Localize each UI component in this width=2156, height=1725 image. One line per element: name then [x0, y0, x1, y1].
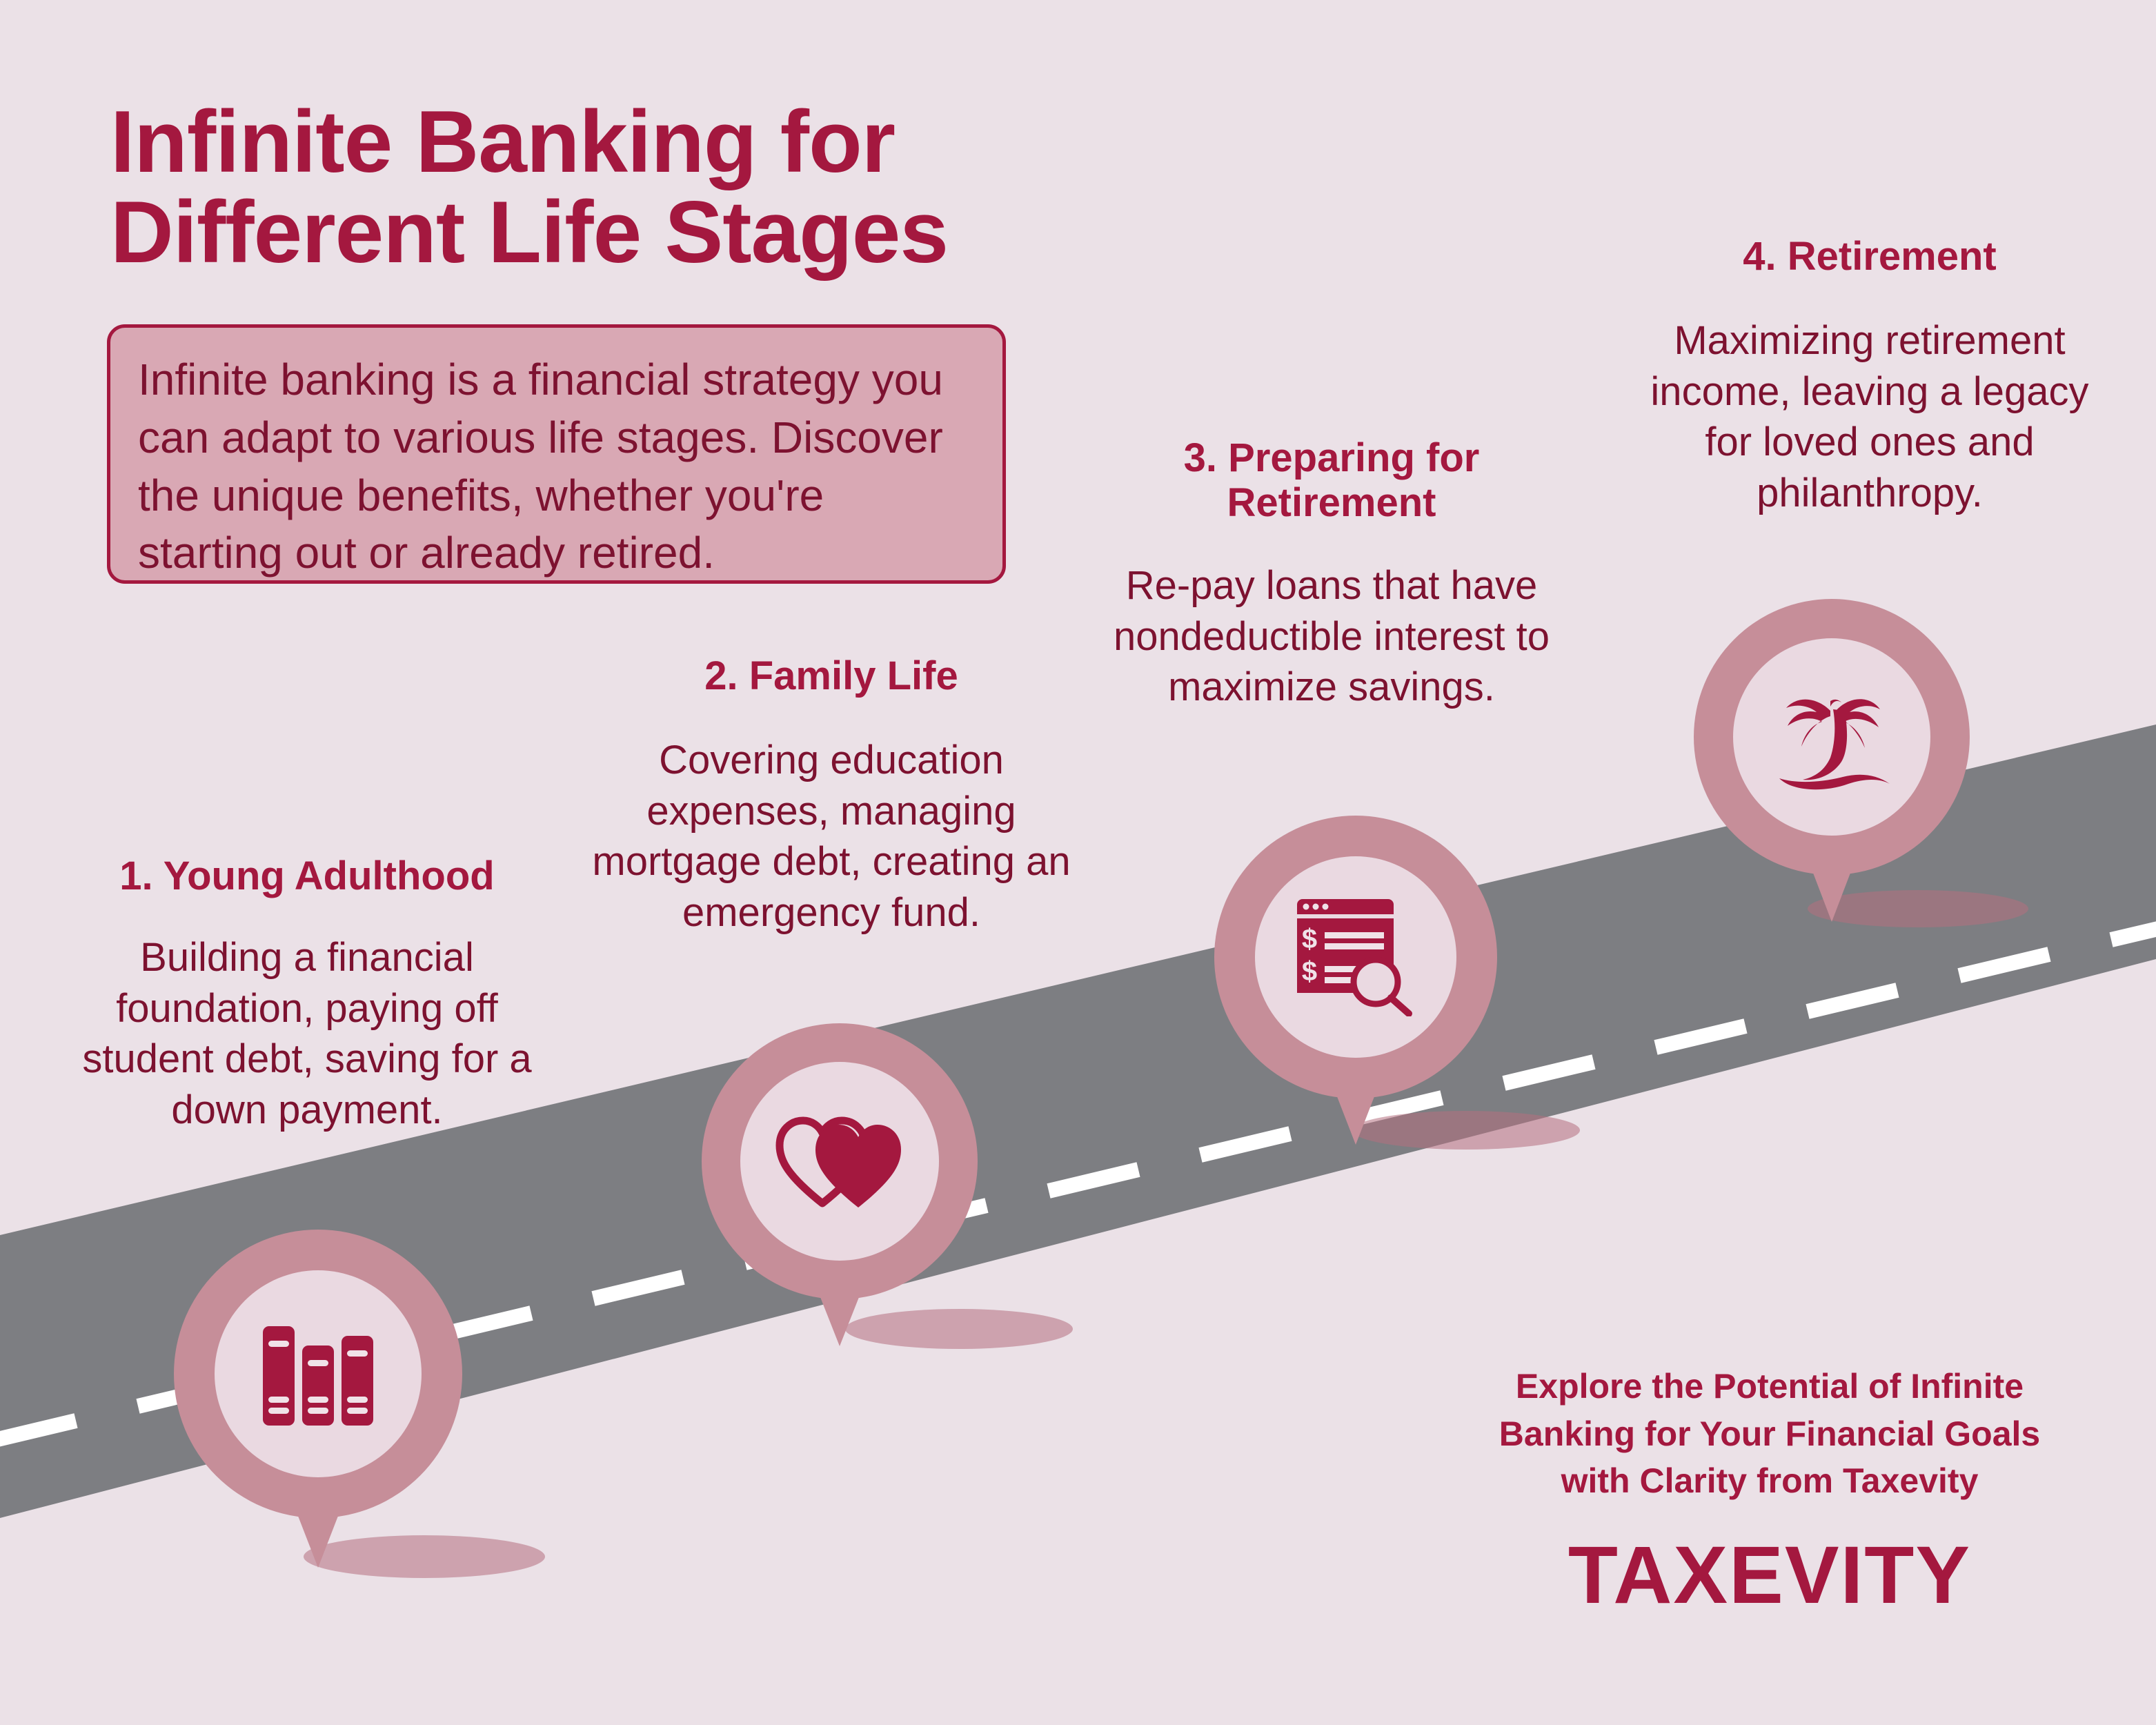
invoice-search-icon: $ $ — [1294, 898, 1417, 1016]
pin-ring-2 — [702, 1023, 978, 1299]
footer-cta-line1: Explore the Potential of Infinite — [1515, 1367, 2024, 1406]
footer-cta-line2: Banking for Your Financial Goals — [1499, 1414, 2041, 1453]
stage-title-3: 3. Preparing for Retirement — [1183, 435, 1480, 525]
stage-block-retirement: 4. Retirement Maximizing retirement inco… — [1649, 234, 2090, 519]
map-pin-preparing-for-retirement[interactable]: $ $ — [1214, 816, 1497, 1145]
pin-inner-circle-4 — [1733, 638, 1930, 836]
footer-cta-line3: with Clarity from Taxevity — [1561, 1461, 1979, 1500]
pin-ring-4 — [1694, 599, 1970, 875]
intro-callout-box: Infinite banking is a financial strategy… — [107, 324, 1006, 584]
map-pin-young-adulthood[interactable] — [174, 1230, 462, 1568]
stage-block-preparing-for-retirement: 3. Preparing for Retirement Re-pay loans… — [1083, 435, 1580, 713]
page-title-line2: Different Life Stages — [110, 182, 949, 281]
books-icon — [260, 1322, 376, 1426]
stage-body-2: Covering education expenses, managing mo… — [592, 737, 1071, 935]
footer-cta: Explore the Potential of Infinite Bankin… — [1483, 1363, 2056, 1505]
brand-logo: TAXEVITY — [1483, 1528, 2056, 1622]
pin-ring-3: $ $ — [1214, 816, 1497, 1098]
pin-inner-circle-1 — [215, 1270, 422, 1477]
stage-title-4: 4. Retirement — [1743, 234, 1997, 279]
stage-body-3: Re-pay loans that have nondeductible int… — [1114, 562, 1550, 710]
road-surface — [0, 724, 2156, 1518]
stage-title-2: 2. Family Life — [704, 653, 958, 698]
stage-block-family-life: 2. Family Life Covering education expens… — [590, 653, 1073, 938]
two-hearts-icon — [775, 1112, 904, 1210]
map-pin-retirement[interactable] — [1694, 599, 1970, 922]
svg-text:$: $ — [1302, 956, 1317, 987]
map-pin-family-life[interactable] — [702, 1023, 978, 1346]
stage-body-4: Maximizing retirement income, leaving a … — [1650, 317, 2089, 515]
stage-body-1: Building a financial foundation, paying … — [82, 934, 532, 1132]
stage-title-1: 1. Young Adulthood — [119, 854, 495, 898]
page-title-line1: Infinite Banking for — [110, 92, 896, 190]
pin-inner-circle-3: $ $ — [1255, 856, 1456, 1058]
page-title: Infinite Banking for Different Life Stag… — [110, 97, 1318, 277]
svg-text:$: $ — [1302, 924, 1317, 954]
pin-shadow-2 — [845, 1309, 1073, 1349]
pin-inner-circle-2 — [740, 1062, 939, 1261]
stage-block-young-adulthood: 1. Young Adulthood Building a financial … — [76, 854, 538, 1136]
brand-wordmark: TAXEVITY — [1567, 1530, 1972, 1621]
palm-tree-icon — [1767, 676, 1897, 798]
pin-ring-1 — [174, 1230, 462, 1518]
intro-text: Infinite banking is a financial strategy… — [138, 355, 943, 578]
